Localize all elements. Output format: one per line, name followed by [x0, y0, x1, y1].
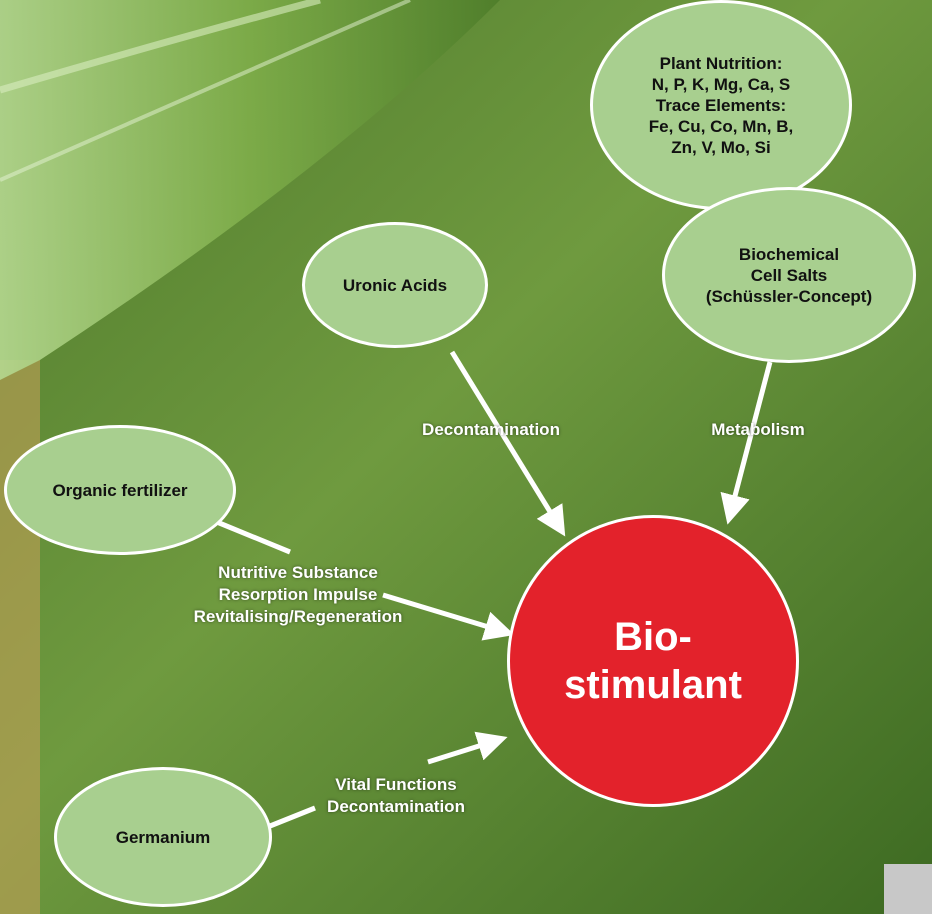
label-vital: Vital Functions Decontamination — [296, 774, 496, 818]
node-plant-nutrition: Plant Nutrition: N, P, K, Mg, Ca, S Trac… — [590, 0, 852, 210]
node-uronic-acids: Uronic Acids — [302, 222, 488, 348]
uronic-acids-text: Uronic Acids — [343, 275, 447, 296]
plant-nutrition-text: Plant Nutrition: N, P, K, Mg, Ca, S Trac… — [649, 53, 794, 158]
biostimulant-text: Bio- stimulant — [564, 613, 742, 709]
organic-fertilizer-text: Organic fertilizer — [52, 480, 187, 501]
biochemical-text: Biochemical Cell Salts (Schüssler-Concep… — [706, 244, 872, 307]
node-organic-fertilizer: Organic fertilizer — [4, 425, 236, 555]
arrow-vital — [428, 740, 498, 762]
node-biostimulant: Bio- stimulant — [507, 515, 799, 807]
label-decontamination: Decontamination — [396, 419, 586, 441]
node-biochemical: Biochemical Cell Salts (Schüssler-Concep… — [662, 187, 916, 363]
label-metabolism: Metabolism — [688, 419, 828, 441]
label-nutritive: Nutritive Substance Resorption Impulse R… — [158, 562, 438, 628]
arrow-organic — [212, 520, 290, 552]
germanium-text: Germanium — [116, 827, 210, 848]
node-germanium: Germanium — [54, 767, 272, 907]
